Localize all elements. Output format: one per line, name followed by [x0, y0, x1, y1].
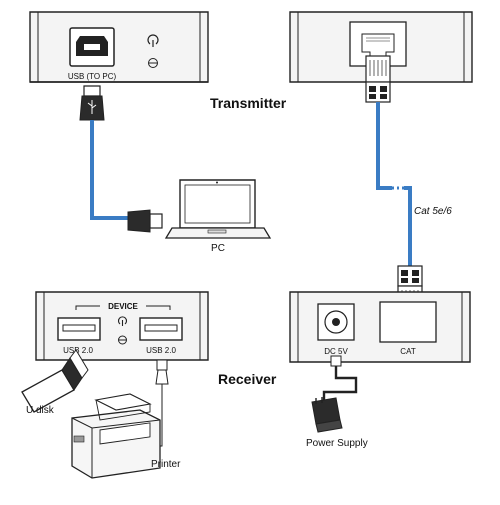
led-icon [148, 58, 158, 68]
rj45-plug-top [365, 55, 391, 103]
printer-icon [71, 393, 161, 479]
usb-b-port [69, 27, 115, 67]
usb-left-label: USB 2.0 [63, 346, 93, 355]
usb-cable-to-pc [79, 85, 163, 233]
power-supply-label: Power Supply [306, 438, 368, 449]
usb-right-label: USB 2.0 [146, 346, 176, 355]
receiver-title: Receiver [218, 371, 277, 387]
laptop-icon [164, 179, 272, 239]
dc-jack [317, 303, 355, 341]
udisk-icon [21, 349, 89, 413]
device-label: DEVICE [108, 302, 138, 311]
cat-label: CAT [400, 347, 416, 356]
led-icon [118, 335, 127, 345]
cat-cable [376, 102, 412, 266]
printer-label: Printer [151, 459, 181, 470]
dc-label: DC 5V [324, 347, 348, 356]
transmitter-unit: USB (TO PC) [29, 11, 209, 83]
power-supply-icon [311, 397, 343, 433]
usb-port-label: USB (TO PC) [68, 72, 117, 81]
usb-icon [87, 100, 97, 114]
transmitter-cat-unit [289, 11, 473, 83]
udisk-label: U disk [26, 405, 55, 416]
power-icon [147, 34, 159, 47]
receiver-usb-unit: DEVICE USB 2.0 USB 2.0 [35, 291, 209, 361]
power-cable [322, 355, 358, 400]
usb-a-port-right [139, 317, 183, 341]
pc-label: PC [211, 243, 225, 254]
receiver-cat-unit: DC 5V CAT [289, 291, 471, 363]
transmitter-title: Transmitter [210, 95, 287, 111]
usb-a-port-left [57, 317, 101, 341]
cable-label: Cat 5e/6 [414, 206, 452, 217]
rj45-icon [379, 301, 437, 343]
power-icon [117, 316, 128, 326]
